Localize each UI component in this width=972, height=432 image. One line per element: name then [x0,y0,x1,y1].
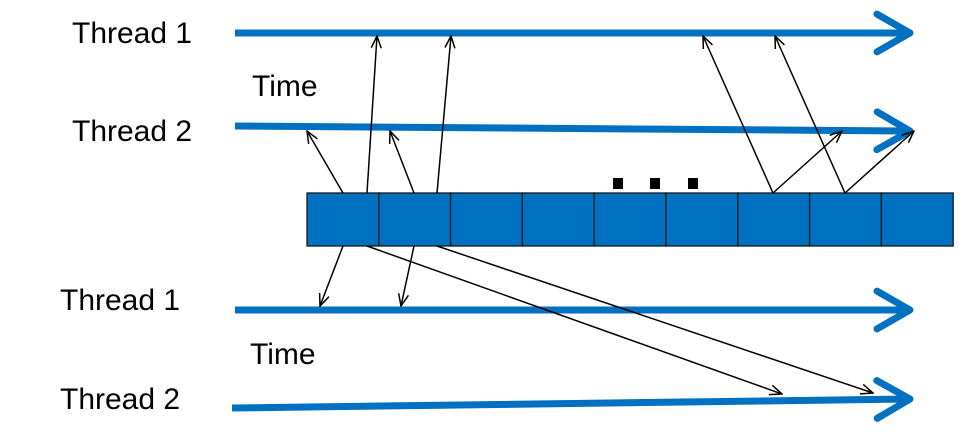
access-arrow-3 [390,131,415,194]
array-cell-7 [737,192,811,247]
top-thread1-timeline [235,10,914,56]
array-cell-6 [665,192,739,247]
array-cell-5 [593,192,667,247]
array-cell-4 [521,192,595,247]
array-cell-9 [880,192,954,247]
access-arrow-1 [307,131,344,194]
top-thread2-timeline [234,108,914,154]
array-cell-3 [449,192,524,247]
array-cell-1 [306,192,380,247]
bottom-thread2-label: Thread 2 [60,383,181,416]
top-thread2-label: Thread 2 [72,115,193,148]
access-arrow-6 [772,131,842,194]
bottom-thread1-label: Thread 1 [60,284,181,317]
access-arrow-2 [366,36,377,194]
access-arrow-9 [320,245,344,306]
top-time-label: Time [252,70,318,103]
ellipsis-dot-3 [688,178,698,189]
access-arrow-8 [844,131,914,194]
access-arrow-11 [366,245,782,394]
array-cell-8 [808,192,883,247]
ellipsis-dot-1 [613,178,623,189]
access-arrow-5 [703,36,774,194]
access-arrow-4 [436,36,451,194]
top-thread1-label: Thread 1 [72,17,193,50]
access-arrow-10 [401,245,415,306]
bottom-time-label: Time [250,338,316,371]
bottom-thread2-timeline [231,377,914,422]
bottom-thread1-timeline [235,287,914,333]
array-cell-2 [378,192,452,247]
ellipsis-dot-2 [650,178,660,189]
access-arrow-12 [436,245,873,393]
access-arrow-7 [775,36,846,194]
